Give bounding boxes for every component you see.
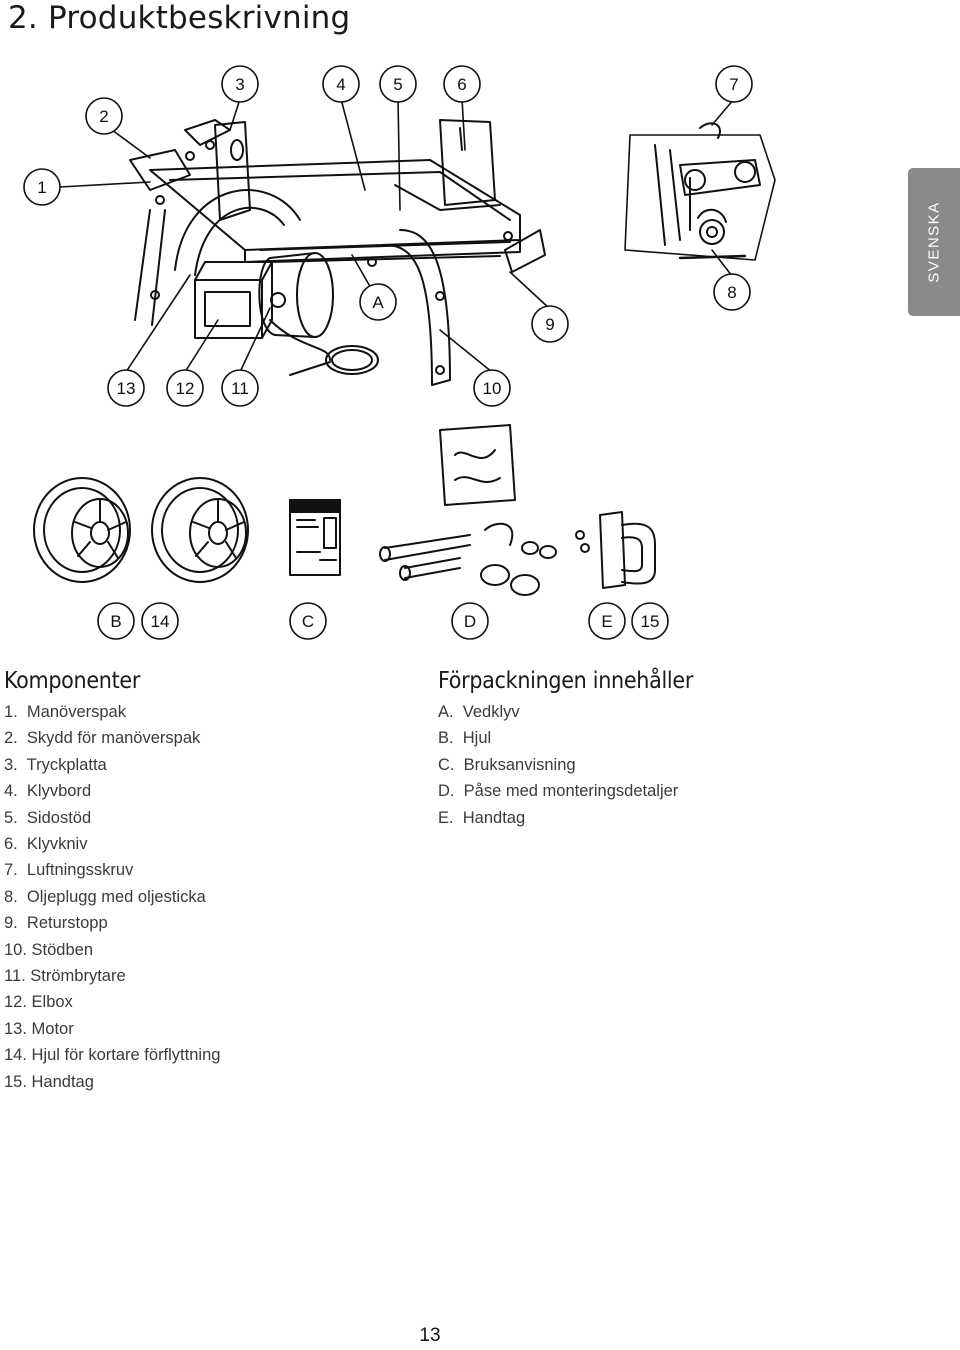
package-list: A. Vedklyv B. Hjul C. Bruksanvisning D. …: [438, 699, 678, 831]
list-item: E. Handtag: [438, 808, 526, 827]
list-item: 6. Klyvkniv: [4, 835, 88, 854]
leader-lines: [59, 98, 735, 373]
list-item: 12. Elbox: [4, 993, 73, 1012]
callout-a: A: [359, 283, 397, 321]
detail-inset-drawing: [624, 122, 776, 261]
list-item: 3. Tryckplatta: [4, 755, 107, 774]
list-item: 5. Sidostöd: [4, 808, 92, 827]
callout-1-label: 1: [37, 178, 46, 197]
callout-e: E: [588, 602, 626, 640]
callout-a-label: A: [372, 293, 384, 312]
callout-14-label: 14: [151, 612, 170, 631]
callout-c: C: [289, 602, 327, 640]
callout-d-label: D: [464, 612, 476, 631]
wheels-drawing: [33, 477, 249, 583]
callout-4: 4: [322, 65, 360, 103]
callout-markers: 1 2 3 4 5 6 7 8 9 A 13 12 11 10 B 14 C D…: [23, 65, 753, 640]
callout-9: 9: [531, 305, 569, 343]
parts-bag-drawing: [379, 424, 557, 596]
callout-2-label: 2: [99, 107, 108, 126]
list-item: D. Påse med monteringsdetaljer: [438, 782, 679, 801]
callout-b-label: B: [110, 612, 121, 631]
callout-13-label: 13: [117, 379, 136, 398]
callout-14: 14: [141, 602, 179, 640]
components-heading: Komponenter: [4, 668, 141, 694]
list-item: 7. Luftningsskruv: [4, 861, 134, 880]
list-item: 10. Stödben: [4, 940, 93, 959]
callout-11-label: 11: [231, 379, 249, 398]
components-list: 1. Manöverspak 2. Skydd för manöverspak …: [4, 699, 220, 1095]
list-item: A. Vedklyv: [438, 703, 520, 721]
list-item: 14. Hjul för kortare förflyttning: [4, 1046, 221, 1065]
callout-5-label: 5: [393, 75, 402, 94]
callout-8-label: 8: [727, 283, 736, 302]
log-splitter-drawing: [129, 119, 546, 386]
list-item: 13. Motor: [4, 1019, 74, 1038]
callout-12-label: 12: [176, 379, 195, 398]
callout-11: 11: [221, 369, 259, 407]
callout-b: B: [97, 602, 135, 640]
callout-d: D: [451, 602, 489, 640]
manual-drawing: [289, 499, 341, 576]
callout-15-label: 15: [641, 612, 660, 631]
page-title: 2. Produktbeskrivning: [8, 0, 351, 36]
callout-7: 7: [715, 65, 753, 103]
list-item: 1. Manöverspak: [4, 703, 126, 721]
callout-15: 15: [631, 602, 669, 640]
callout-12: 12: [166, 369, 204, 407]
callout-c-label: C: [302, 612, 314, 631]
language-tab: SVENSKA: [908, 168, 960, 316]
handle-drawing: [575, 511, 656, 589]
callout-5: 5: [379, 65, 417, 103]
callout-1: 1: [23, 168, 61, 206]
list-item: 4. Klyvbord: [4, 782, 92, 801]
list-item: C. Bruksanvisning: [438, 755, 576, 774]
callout-6-label: 6: [457, 75, 466, 94]
callout-10-label: 10: [483, 379, 502, 398]
callout-10: 10: [473, 369, 511, 407]
list-item: 15. Handtag: [4, 1072, 94, 1091]
product-illustration: 1 2 3 4 5 6 7 8 9 A 13 12 11 10 B 14 C D…: [23, 65, 776, 640]
callout-4-label: 4: [336, 75, 345, 94]
list-item: 11. Strömbrytare: [4, 967, 126, 986]
callout-9-label: 9: [545, 315, 554, 334]
list-item: B. Hjul: [438, 729, 492, 748]
callout-8: 8: [713, 273, 751, 311]
page-number: 13: [419, 1325, 441, 1346]
list-item: 2. Skydd för manöverspak: [4, 729, 201, 748]
callout-e-label: E: [601, 612, 612, 631]
package-heading: Förpackningen innehåller: [438, 668, 694, 694]
list-item: 9. Returstopp: [4, 914, 108, 933]
callout-2: 2: [85, 97, 123, 135]
callout-3: 3: [221, 65, 259, 103]
callout-13: 13: [107, 369, 145, 407]
callout-6: 6: [443, 65, 481, 103]
callout-3-label: 3: [235, 75, 244, 94]
callout-7-label: 7: [729, 75, 738, 94]
list-item: 8. Oljeplugg med oljesticka: [4, 887, 206, 906]
